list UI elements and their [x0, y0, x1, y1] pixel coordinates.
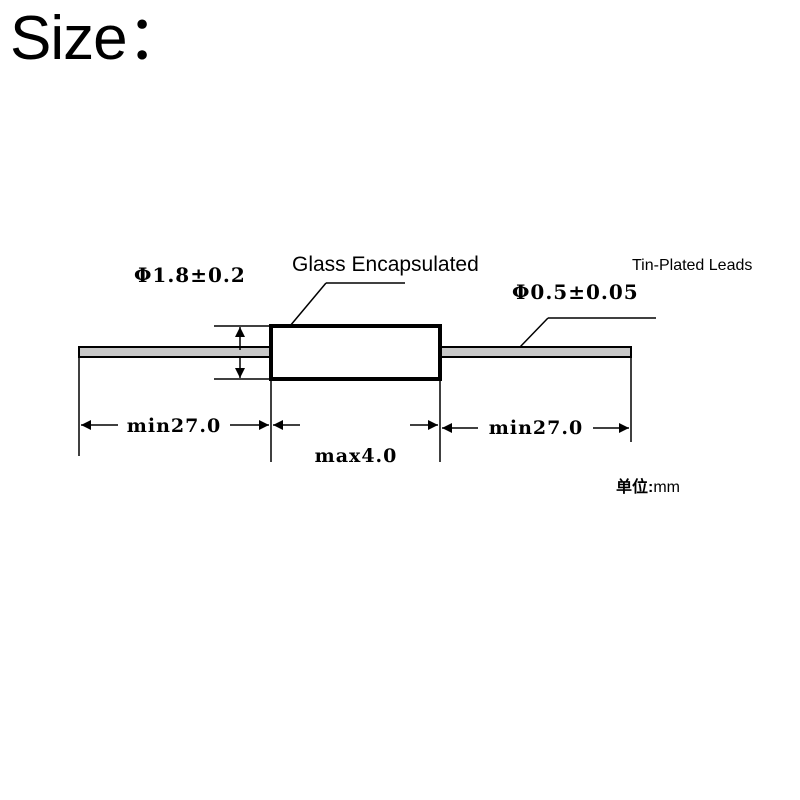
leads-name-label: Tin-Plated Leads [632, 257, 752, 274]
left-lead-length-label: min27.0 [127, 415, 221, 437]
lead-diameter-label: Φ0.5±0.05 [512, 280, 639, 304]
unit-label: 单位: [616, 477, 653, 496]
unit-note: 单位:mm [616, 477, 680, 496]
body-length-label: max4.0 [315, 445, 398, 467]
glass-body [269, 324, 442, 381]
body-leader-diagonal [289, 282, 327, 327]
lead-leader-diagonal [519, 317, 549, 348]
right-lead [439, 346, 632, 358]
body-name-label: Glass Encapsulated [292, 253, 479, 276]
body-diameter-label: Φ1.8±0.2 [134, 263, 246, 287]
page-title: Size： [10, 4, 189, 73]
unit-value: mm [653, 479, 680, 496]
right-lead-length-label: min27.0 [489, 417, 583, 439]
left-lead [78, 346, 272, 358]
